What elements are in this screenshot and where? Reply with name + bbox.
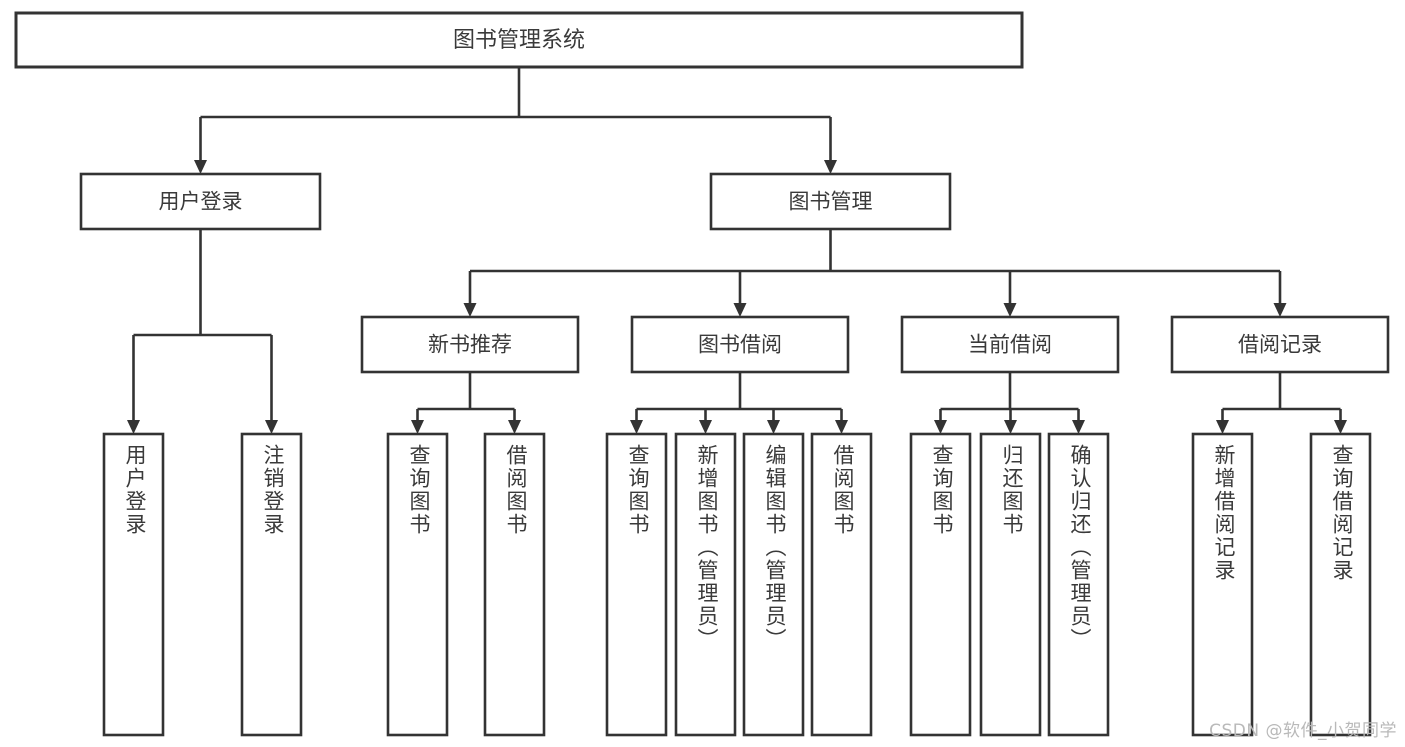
node-level1-0 [79, 172, 322, 231]
node-level2-2 [900, 315, 1120, 374]
level2-connector-2-arrowhead [1003, 303, 1017, 317]
connector-layer [127, 67, 1347, 434]
node-leaf-5 [674, 432, 737, 737]
node-leaf-12 [1309, 432, 1372, 737]
node-root [14, 11, 1024, 69]
node-leaf-9 [979, 432, 1042, 737]
node-leaf-6 [742, 432, 805, 737]
level1-connector-1-arrowhead [824, 160, 837, 174]
watermark: CSDN @软件_小贺同学 [1209, 721, 1397, 741]
leaf-connector-3-arrowhead [508, 420, 521, 434]
node-level2-3 [1170, 315, 1390, 374]
leaf-connector-12-arrowhead [1334, 420, 1347, 434]
level2-connector-3-arrowhead [1273, 303, 1287, 317]
leaf-connector-2-arrowhead [411, 420, 424, 434]
node-leaf-10 [1047, 432, 1110, 737]
node-box-layer [14, 11, 1390, 737]
node-level1-1-label: 图书管理 [789, 190, 873, 214]
leaf-connector-6-arrowhead [767, 420, 780, 434]
node-level1-1 [709, 172, 952, 231]
node-level2-0 [360, 315, 580, 374]
leaf-connector-0-arrowhead [127, 420, 140, 434]
leaf-connector-9-arrowhead [1004, 420, 1017, 434]
leaf-connector-10-arrowhead [1072, 420, 1085, 434]
node-level2-0-label: 新书推荐 [428, 333, 512, 357]
node-level2-2-label: 当前借阅 [968, 333, 1052, 357]
node-leaf-2 [386, 432, 449, 737]
node-leaf-7 [810, 432, 873, 737]
level2-connector-0-arrowhead [463, 303, 477, 317]
node-level2-3-label: 借阅记录 [1238, 333, 1322, 357]
leaf-connector-5-arrowhead [699, 420, 712, 434]
node-level1-0-label: 用户登录 [159, 190, 243, 214]
node-leaf-3 [483, 432, 546, 737]
leaf-connector-7-arrowhead [835, 420, 848, 434]
node-leaf-0 [102, 432, 165, 737]
node-root-label: 图书管理系统 [453, 28, 585, 53]
node-leaf-4 [605, 432, 668, 737]
node-leaf-8 [909, 432, 972, 737]
leaf-connector-1-arrowhead [265, 420, 278, 434]
leaf-connector-8-arrowhead [934, 420, 947, 434]
leaf-connector-11-arrowhead [1216, 420, 1229, 434]
node-leaf-1 [240, 432, 303, 737]
leaf-connector-4-arrowhead [630, 420, 643, 434]
node-level2-1-label: 图书借阅 [698, 333, 782, 357]
level1-connector-0-arrowhead [194, 160, 207, 174]
node-leaf-11 [1191, 432, 1254, 737]
level2-connector-1-arrowhead [733, 303, 747, 317]
node-level2-1 [630, 315, 850, 374]
